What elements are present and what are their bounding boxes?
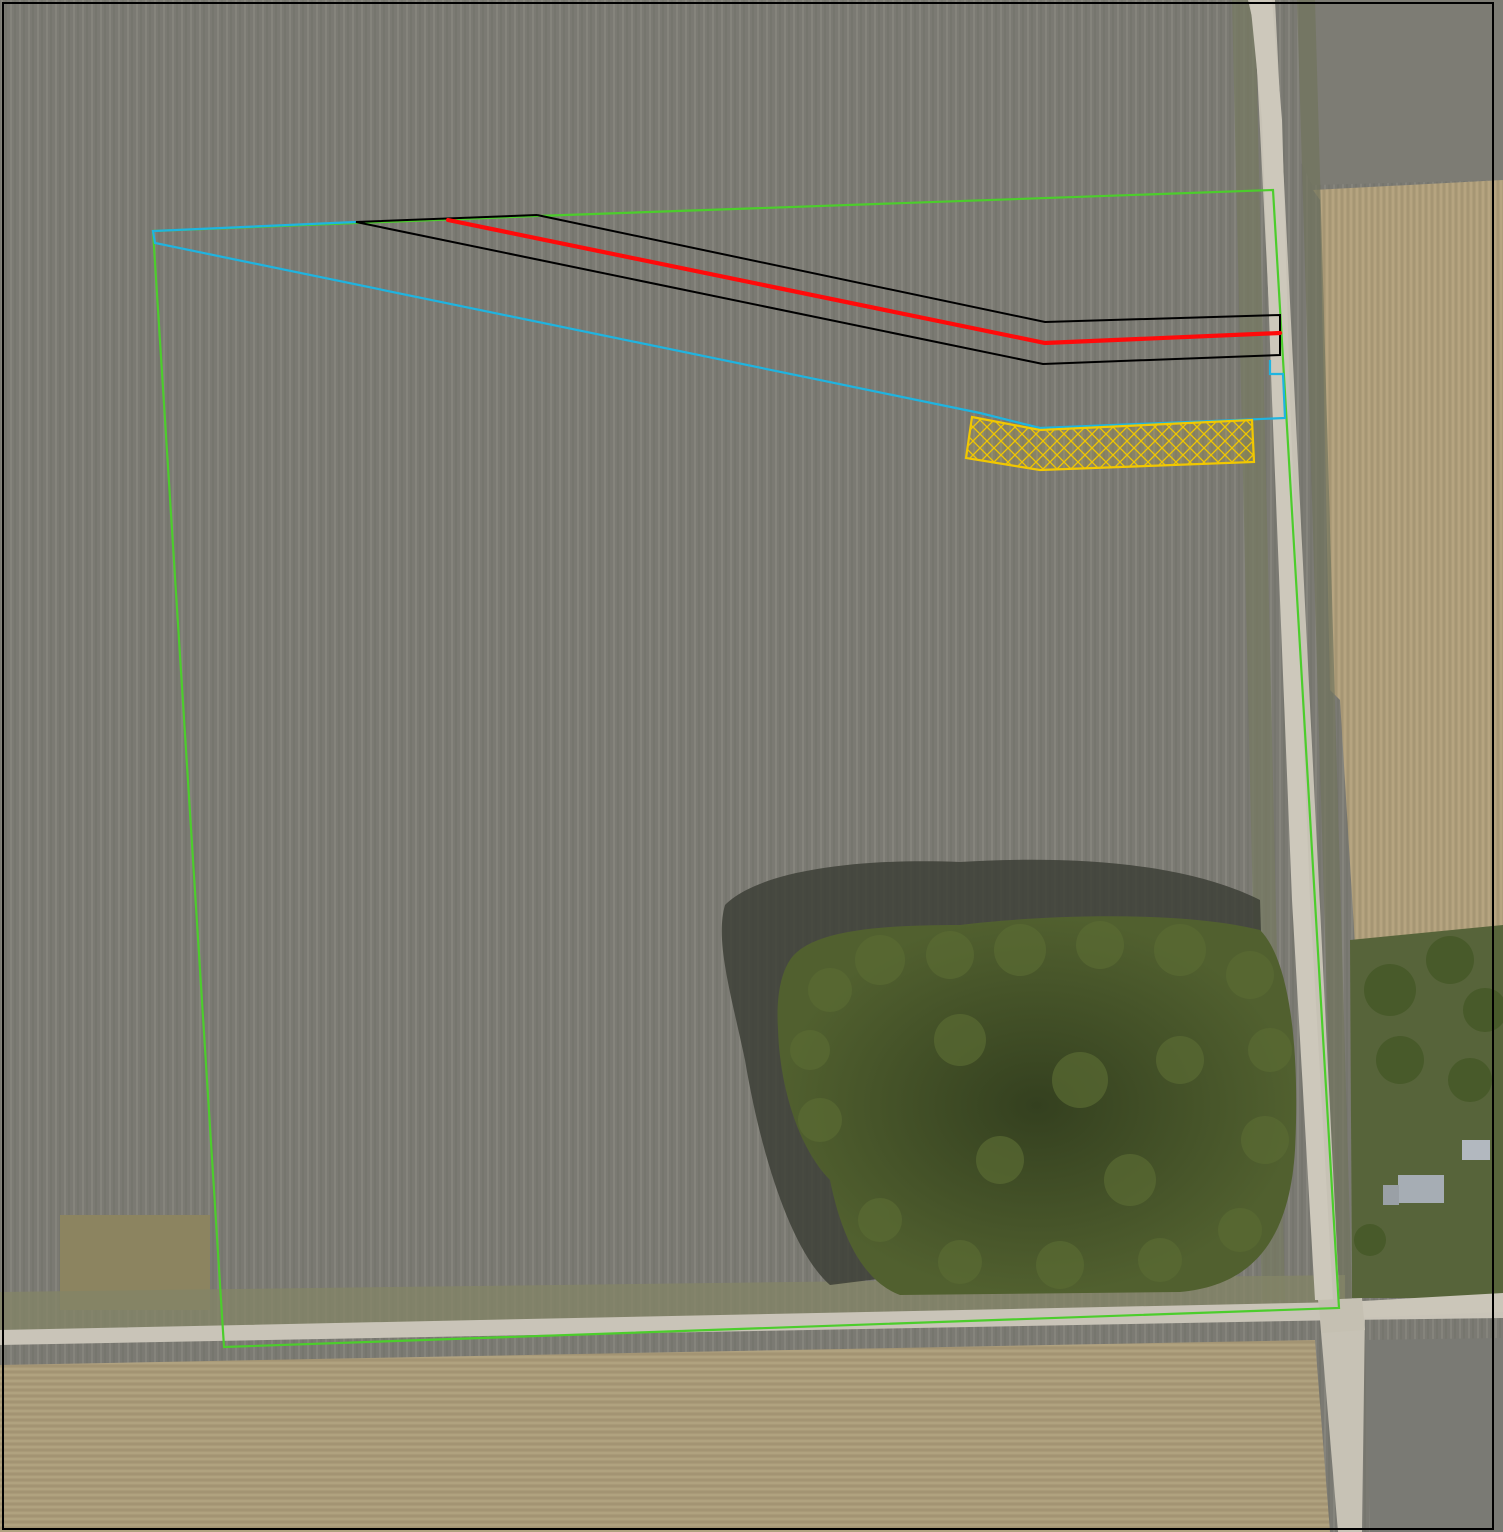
workspace-area-hatched[interactable]: [964, 415, 1256, 472]
harvested-field-south: [0, 1340, 1330, 1532]
field-northeast: [1300, 0, 1503, 185]
shed: [1383, 1185, 1399, 1205]
road-intersection: [1318, 1298, 1365, 1333]
road-ditch-east-outer: [1297, 0, 1352, 1300]
harvested-field-east: [1313, 180, 1503, 945]
workspace-area-tint: [966, 417, 1254, 470]
centerline[interactable]: [445, 217, 1283, 346]
parcel-boundary[interactable]: [151, 188, 1341, 1349]
easement-edge-north[interactable]: [355, 214, 1281, 366]
road-east-west: [0, 1300, 1503, 1345]
tree-stand: [777, 916, 1297, 1295]
road-north-south-upper: [1250, 0, 1333, 1300]
house: [1398, 1175, 1444, 1203]
tree-crowns: [790, 921, 1292, 1289]
corridor-boundary[interactable]: [151, 220, 1287, 430]
road-east: [1345, 1293, 1503, 1318]
field-southeast: [1365, 1338, 1503, 1532]
outbuilding: [1462, 1140, 1490, 1160]
